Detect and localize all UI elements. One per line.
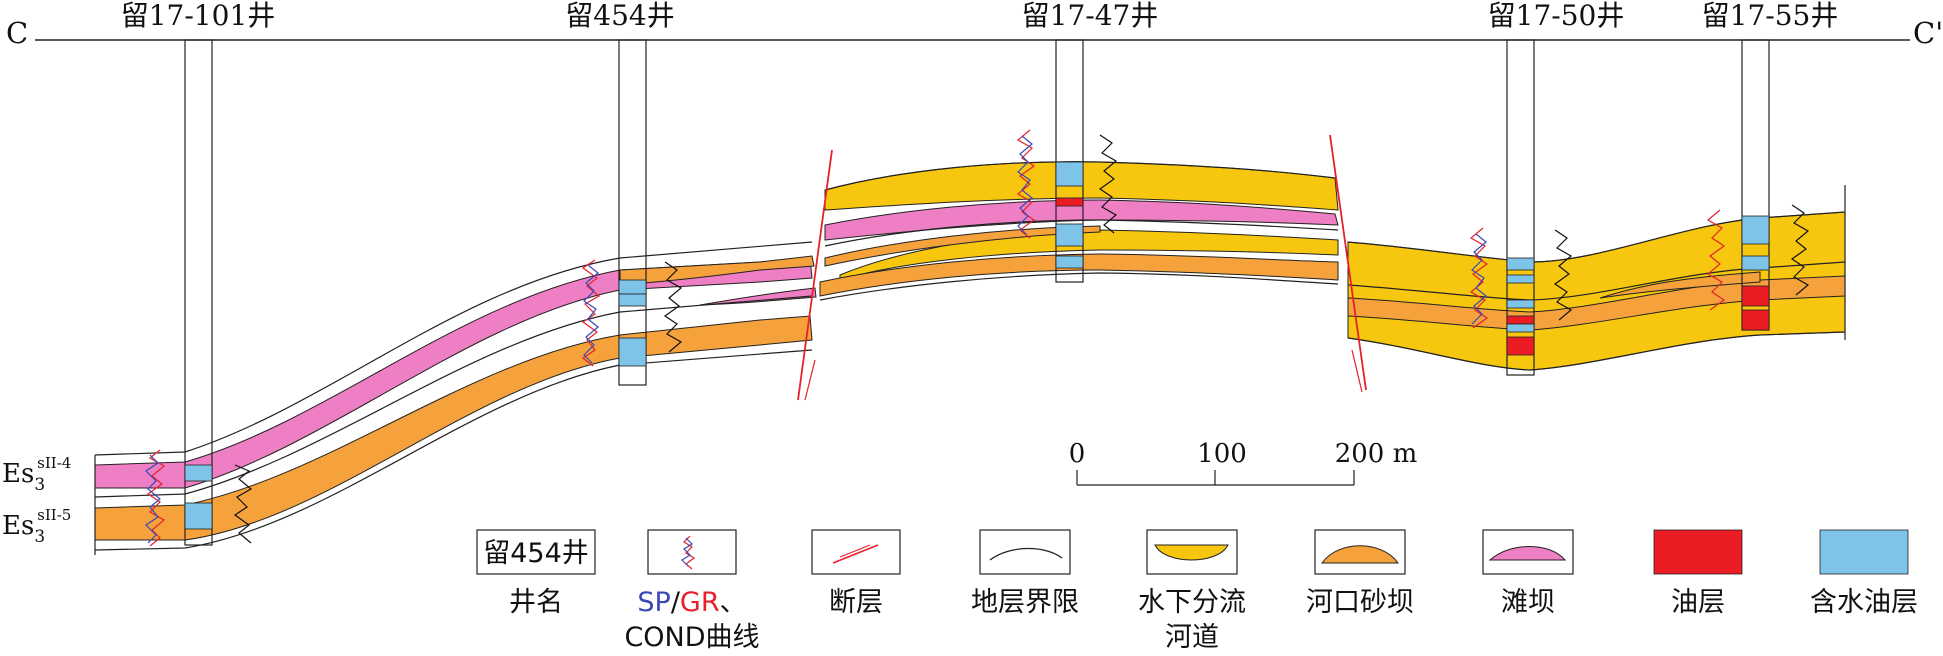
mouth-bar-layer	[819, 253, 1339, 297]
strata-label-lower: Es3sII-5	[2, 506, 71, 547]
scale-tick-label: 100	[1197, 439, 1247, 469]
fault-icon	[832, 544, 879, 564]
fault-west	[797, 149, 833, 401]
legend-label: 河口砂坝	[1306, 587, 1414, 618]
strata-boundary	[1347, 331, 1846, 371]
well-column	[1506, 39, 1535, 376]
legend-item-fault: 断层	[811, 529, 901, 618]
legend-label: 断层	[829, 587, 883, 618]
legend-item-curves: SP/GR、 COND曲线	[624, 529, 760, 653]
beach-bar-layer	[94, 257, 813, 489]
water-oil-swatch	[1819, 529, 1909, 575]
oil-swatch	[1653, 529, 1743, 575]
legend-item-oil: 油层	[1653, 529, 1743, 618]
strata-boundary	[94, 295, 813, 498]
log-curves	[145, 129, 1810, 547]
scale-bar: 0 100 200 m	[1069, 439, 1418, 486]
mouth-bar-layer	[94, 315, 813, 541]
legend-item-mouth-bar: 河口砂坝	[1306, 529, 1414, 618]
legend-item-well-name: 留454井 井名	[476, 529, 596, 618]
legend-label: 地层界限	[971, 587, 1079, 618]
strata-boundary	[94, 349, 813, 551]
svg-text:Es3sII-4: Es3sII-4	[2, 454, 71, 495]
legend-label: 井名	[509, 587, 563, 618]
strata-boundary	[824, 219, 1339, 247]
strata-label-upper: Es3sII-4	[2, 454, 71, 495]
legend-label: 滩坝	[1501, 587, 1555, 618]
legend-item-beach-bar: 滩坝	[1482, 529, 1574, 618]
strata-boundary	[819, 272, 1339, 301]
well-name-label: 留17-47井	[1022, 0, 1159, 32]
strata-boundary	[94, 241, 813, 456]
legend-label: 水下分流	[1138, 587, 1246, 618]
fault-east	[1329, 134, 1367, 393]
svg-text:SP/GR、: SP/GR、	[637, 587, 746, 618]
section-end-label: C'	[1913, 16, 1943, 50]
well-name-label: 留17-101井	[121, 0, 276, 32]
well-name-label: 留454井	[565, 0, 674, 32]
legend-item-water-oil: 含水油层	[1810, 529, 1918, 618]
well-column	[1055, 39, 1084, 283]
well-name-label: 留17-55井	[1702, 0, 1839, 32]
mouth-bar-layer	[824, 225, 1101, 267]
legend-label: 河道	[1165, 622, 1219, 653]
legend-well-box-text: 留454井	[483, 538, 589, 569]
legend-item-channel: 水下分流 河道	[1138, 529, 1246, 653]
strata-boundary	[1347, 211, 1846, 263]
mouth-bar-lens	[1599, 271, 1761, 299]
strata-boundary	[1347, 261, 1846, 301]
block-east	[1347, 185, 1846, 371]
curve-icon	[681, 537, 693, 567]
legend: 留454井 井名 SP/GR、 COND曲线 断层 地层界限	[476, 529, 1918, 653]
section-start-label: C	[6, 16, 28, 50]
well-column	[1741, 39, 1770, 331]
legend-label: 油层	[1671, 587, 1725, 618]
mouth-bar-icon	[1321, 545, 1399, 564]
scale-tick-label: 200 m	[1335, 439, 1418, 469]
legend-label: 含水油层	[1810, 587, 1918, 618]
channel-icon	[1154, 544, 1229, 561]
svg-text:Es3sII-5: Es3sII-5	[2, 506, 71, 547]
boundary-icon	[989, 547, 1063, 561]
well-column	[184, 39, 213, 546]
well-column	[618, 39, 647, 386]
legend-label: COND曲线	[624, 622, 759, 653]
beach-bar-icon	[1488, 546, 1567, 561]
strata-boundary	[824, 161, 1336, 191]
scale-tick-label: 0	[1069, 439, 1086, 469]
legend-item-boundary: 地层界限	[971, 529, 1079, 618]
beach-bar-lens	[699, 287, 817, 306]
well-name-label: 留17-50井	[1488, 0, 1625, 32]
